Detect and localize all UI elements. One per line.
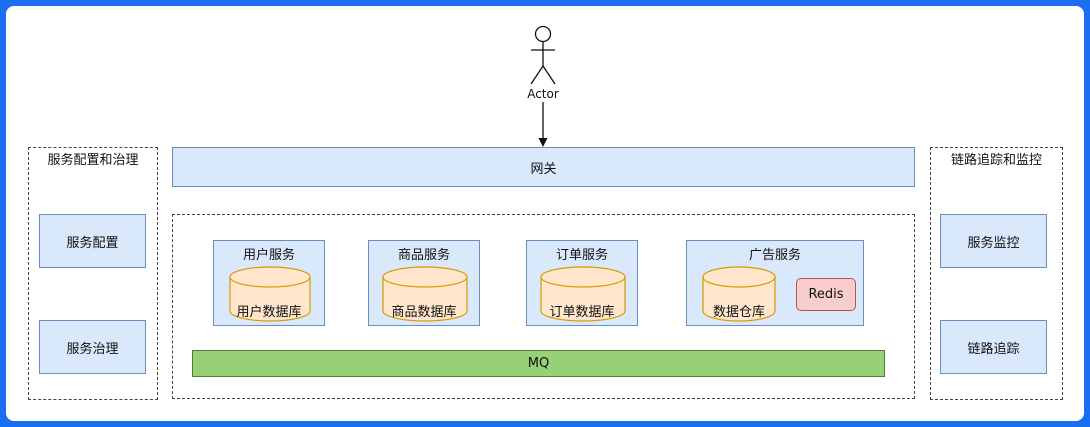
config-governance-panel — [28, 147, 158, 400]
product-service-title: 商品服务 — [397, 248, 450, 263]
ad-service-box: 广告服务 数据仓库 Redis — [686, 240, 864, 326]
service-config-box: 服务配置 — [39, 214, 146, 268]
actor-to-gateway-arrow — [538, 102, 548, 147]
actor-icon — [530, 25, 556, 85]
service-monitoring-box: 服务监控 — [940, 214, 1047, 268]
mq-label: MQ — [527, 356, 550, 371]
order-service-title: 订单服务 — [555, 248, 608, 263]
tracing-monitoring-title: 链路追踪和监控 — [950, 153, 1042, 168]
product-database-label: 商品数据库 — [391, 305, 457, 320]
link-tracing-label: 链路追踪 — [967, 341, 1020, 357]
diagram-canvas: Actor 网关 服务配置和治理 服务配置 服务治理 链路追踪和监控 服务监控 … — [6, 6, 1084, 421]
order-service-box: 订单服务 订单数据库 — [526, 240, 638, 326]
service-config-label: 服务配置 — [66, 235, 119, 251]
user-database-icon — [229, 266, 311, 322]
gateway-label: 网关 — [530, 161, 557, 177]
tracing-monitoring-panel — [930, 147, 1063, 400]
data-warehouse-label: 数据仓库 — [712, 305, 765, 320]
user-database-label: 用户数据库 — [236, 305, 302, 320]
config-governance-title: 服务配置和治理 — [47, 153, 139, 168]
ad-service-title: 广告服务 — [748, 248, 801, 263]
link-tracing-box: 链路追踪 — [940, 320, 1047, 374]
user-service-title: 用户服务 — [242, 248, 295, 263]
redis-box: Redis — [796, 278, 856, 311]
product-database-icon — [382, 266, 468, 322]
gateway-box: 网关 — [172, 147, 915, 187]
order-database-label: 订单数据库 — [549, 305, 615, 320]
order-database-icon — [540, 266, 626, 322]
services-container — [172, 214, 915, 399]
service-governance-box: 服务治理 — [39, 320, 146, 374]
redis-label: Redis — [808, 287, 844, 302]
service-governance-label: 服务治理 — [66, 341, 119, 357]
user-service-box: 用户服务 用户数据库 — [213, 240, 325, 326]
product-service-box: 商品服务 商品数据库 — [368, 240, 480, 326]
watermark: @稀土掘金技术社区 — [923, 399, 1072, 418]
mq-bar: MQ — [192, 350, 885, 377]
data-warehouse-icon — [702, 266, 776, 322]
service-monitoring-label: 服务监控 — [967, 235, 1020, 251]
actor-label: Actor — [527, 87, 559, 101]
